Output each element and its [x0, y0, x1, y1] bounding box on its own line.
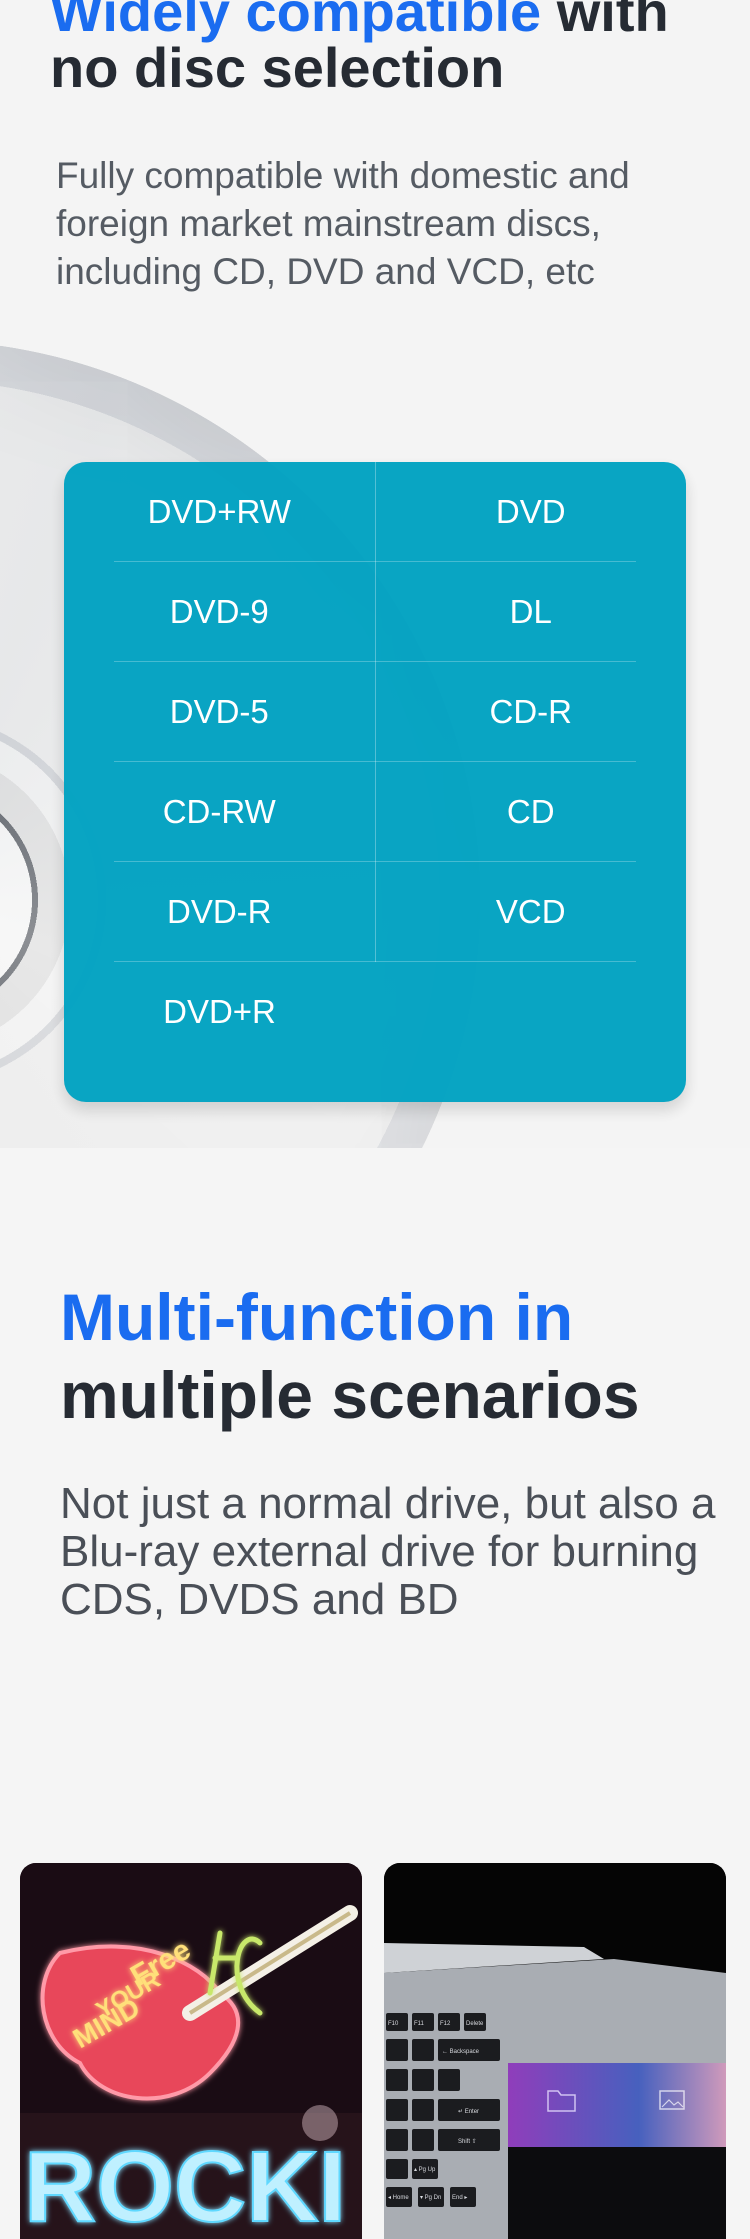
key-backspace: ← Backspace — [442, 2049, 480, 2055]
laptop-illustration: F10 F11 F12 Delete ← Backspace ↵ Enter S… — [384, 1863, 726, 2239]
neon-rock-text: ROCKI — [24, 2131, 346, 2239]
format-row: DVD+R — [64, 962, 686, 1062]
image-icon — [659, 2090, 685, 2110]
format-row: DVD-5 CD-R — [64, 662, 686, 762]
format-cell: DVD-R — [64, 862, 376, 962]
compatibility-section: Widely compatible with no disc selection… — [0, 0, 686, 1148]
formats-card — [64, 462, 686, 1102]
format-row: CD-RW CD — [64, 762, 686, 862]
format-cell: CD — [506, 793, 555, 830]
laptop-photo: F10 F11 F12 Delete ← Backspace ↵ Enter S… — [384, 1863, 726, 2239]
key-f11: F11 — [414, 2021, 425, 2027]
format-cell: DVD+R — [163, 993, 276, 1030]
format-cell — [375, 962, 686, 1062]
key-f12: F12 — [440, 2021, 451, 2027]
section2-title: Multi-function in — [60, 1280, 574, 1354]
format-cell: DVD+RW — [64, 462, 376, 562]
format-cell: DVD-9 — [64, 562, 376, 662]
format-row: DVD-R VCD — [64, 862, 686, 962]
key-pgdn: ▾ Pg Dn — [420, 2195, 441, 2201]
key-end: End ▸ — [452, 2195, 467, 2201]
section-title-line2: no disc selection — [50, 36, 505, 99]
format-cell: DVD-5 — [64, 662, 376, 762]
section-title: Widely compatible with — [50, 0, 669, 50]
neon-rock-photo: Free YOUR MIND ROCKI — [20, 1863, 362, 2239]
title-highlight: Widely compatible — [50, 0, 542, 43]
section-description: Fully compatible with domestic and forei… — [56, 155, 630, 292]
neon-guitar-illustration: Free YOUR MIND ROCKI — [20, 1863, 362, 2239]
key-pgup: ▴ Pg Up — [414, 2167, 436, 2173]
key-enter: ↵ Enter — [458, 2109, 479, 2115]
title-suffix: with — [556, 0, 669, 43]
format-cell: DVD — [495, 493, 566, 530]
formats-grid: DVD+RW DVD DVD-9 DL DVD-5 CD-R CD-RW CD … — [64, 462, 686, 1062]
key-home: ◂ Home — [388, 2195, 409, 2201]
section2-title-line2: multiple scenarios — [60, 1358, 640, 1432]
format-cell: VCD — [495, 893, 566, 930]
format-cell: CD-R — [489, 693, 572, 730]
section2-description: Not just a normal drive, but also a Blu-… — [60, 1479, 716, 1624]
folder-icon — [547, 2090, 576, 2112]
key-shift: Shift ⇧ — [458, 2138, 477, 2145]
key-delete: Delete — [466, 2021, 484, 2027]
format-cell: DL — [509, 593, 552, 630]
format-row: DVD+RW DVD — [64, 462, 686, 562]
format-row: DVD-9 DL — [64, 562, 686, 662]
format-cell: CD-RW — [64, 762, 376, 862]
key-f10: F10 — [388, 2021, 399, 2027]
